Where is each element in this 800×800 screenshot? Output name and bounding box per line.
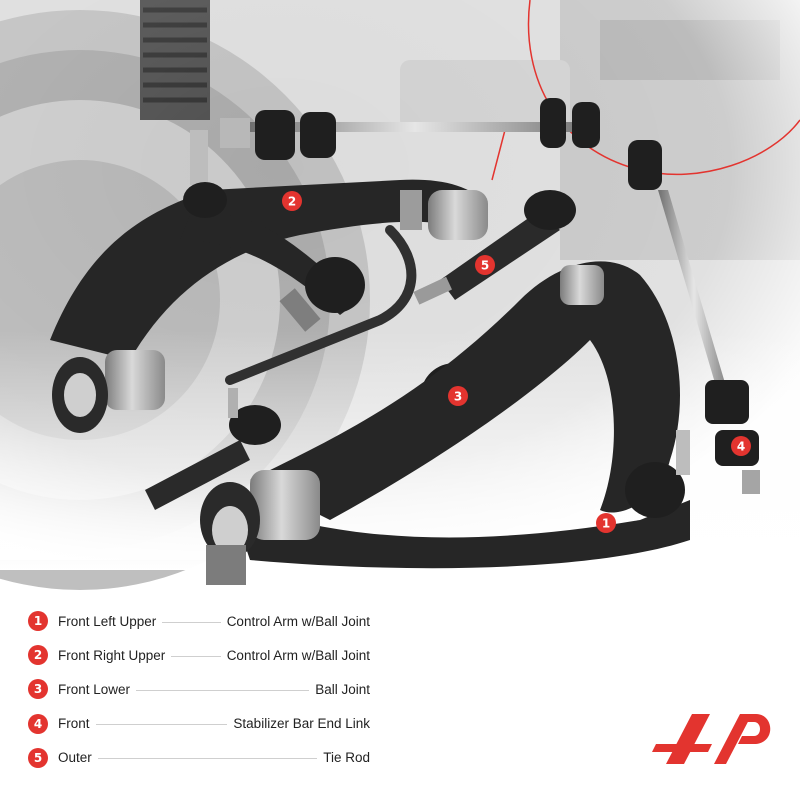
- svg-text:2: 2: [288, 195, 296, 209]
- legend-item: 3 Front Lower Ball Joint: [28, 672, 370, 706]
- legend-number-badge: 4: [28, 713, 48, 734]
- leader-line: [95, 724, 228, 726]
- legend-part-name: Tie Rod: [323, 750, 370, 766]
- callout-2: 2: [282, 191, 302, 211]
- legend-item: 1 Front Left Upper Control Arm w/Ball Jo…: [28, 604, 370, 638]
- sway-bar: [225, 225, 417, 385]
- legend-position: Outer: [58, 750, 92, 766]
- legend-part-name: Ball Joint: [315, 681, 370, 697]
- tie-rod-lower: [145, 388, 281, 510]
- legend-number-badge: 3: [28, 679, 48, 700]
- parts-legend: 1 Front Left Upper Control Arm w/Ball Jo…: [28, 604, 370, 775]
- legend-position: Front Right Upper: [58, 647, 166, 663]
- leader-line: [136, 689, 310, 691]
- legend-part-name: Stabilizer Bar End Link: [233, 716, 370, 732]
- callout-4: 4: [731, 436, 751, 456]
- legend-item: 2 Front Right Upper Control Arm w/Ball J…: [28, 638, 370, 672]
- svg-text:5: 5: [481, 259, 489, 273]
- legend-part-name: Control Arm w/Ball Joint: [226, 647, 370, 663]
- svg-text:4: 4: [737, 440, 745, 454]
- legend-number-badge: 2: [28, 645, 48, 666]
- brand-logo-icon: [652, 714, 771, 764]
- svg-text:3: 3: [454, 390, 462, 404]
- legend-position: Front Left Upper: [58, 613, 157, 629]
- callout-1: 1: [596, 513, 616, 533]
- legend-part-name: Control Arm w/Ball Joint: [226, 613, 370, 629]
- leader-line: [97, 758, 318, 760]
- stabilizer-link-horizontal: [220, 98, 600, 160]
- leader-line: [171, 655, 221, 657]
- legend-number-badge: 5: [28, 747, 48, 768]
- ball-joint-upper: [279, 257, 365, 332]
- legend-item: 5 Outer Tie Rod: [28, 741, 370, 775]
- callout-3: 3: [448, 386, 468, 406]
- legend-number-badge: 1: [28, 611, 48, 632]
- svg-text:1: 1: [602, 517, 610, 531]
- callout-5: 5: [475, 255, 495, 275]
- legend-position: Front Lower: [58, 681, 131, 697]
- legend-position: Front: [58, 716, 90, 732]
- legend-item: 4 Front Stabilizer Bar End Link: [28, 707, 370, 741]
- leader-line: [162, 621, 221, 623]
- tie-rod-upper: [413, 190, 576, 305]
